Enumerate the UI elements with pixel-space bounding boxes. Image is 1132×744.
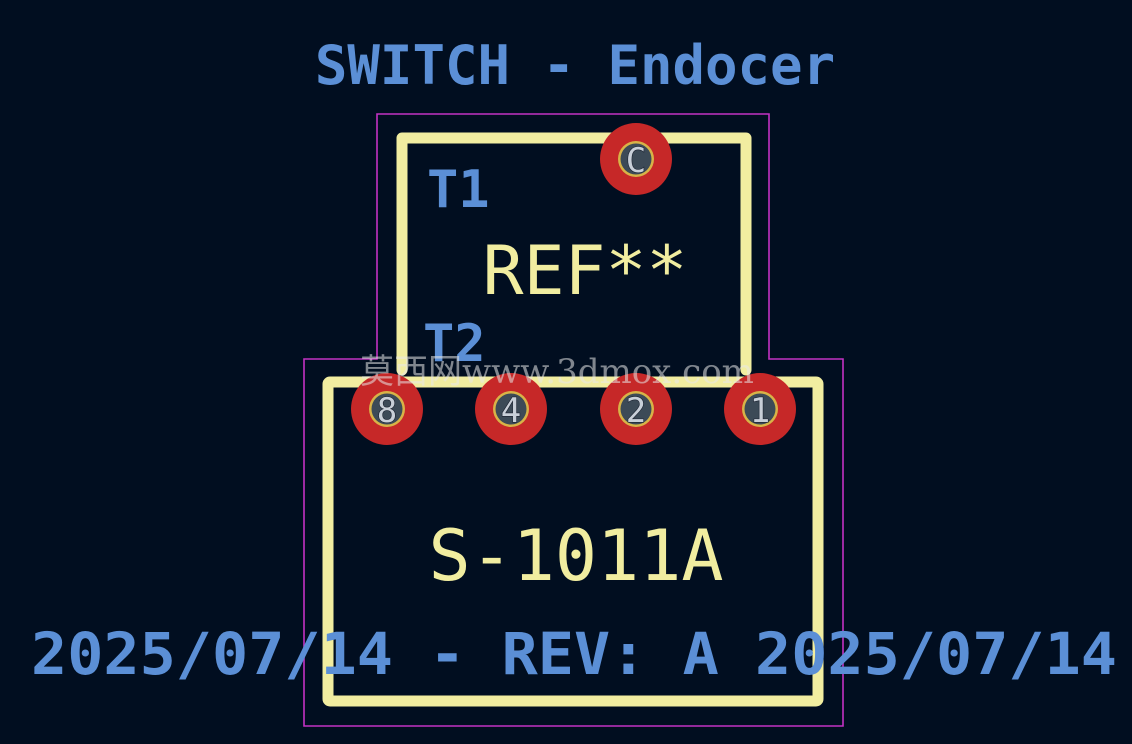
pad-8-label: 8 (377, 391, 397, 431)
silkscreen-upper-outline (396, 132, 752, 376)
pad-c[interactable]: C (600, 123, 672, 195)
pin-group-label-t2: T2 (423, 314, 486, 374)
pad-4-label: 4 (501, 391, 521, 431)
silkscreen-lower-outline (322, 376, 824, 707)
reference-designator: REF** (483, 232, 688, 311)
pad-2[interactable]: 2 (600, 373, 672, 445)
pad-2-label: 2 (626, 391, 646, 431)
pad-c-label: C (626, 141, 646, 181)
pin-group-label-t1: T1 (427, 160, 490, 220)
courtyard-outline (303, 113, 844, 727)
pad-1[interactable]: 1 (724, 373, 796, 445)
component-value: S-1011A (428, 515, 723, 597)
footprint-title: SWITCH - Endocer (315, 34, 835, 97)
footer-revision-date: 2025/07/14 - REV: A 2025/07/14 (31, 620, 1117, 688)
watermark-text: 莫西网www.3dmox.com (360, 352, 754, 392)
pad-1-label: 1 (750, 391, 770, 431)
pad-4[interactable]: 4 (475, 373, 547, 445)
pad-8[interactable]: 8 (351, 373, 423, 445)
